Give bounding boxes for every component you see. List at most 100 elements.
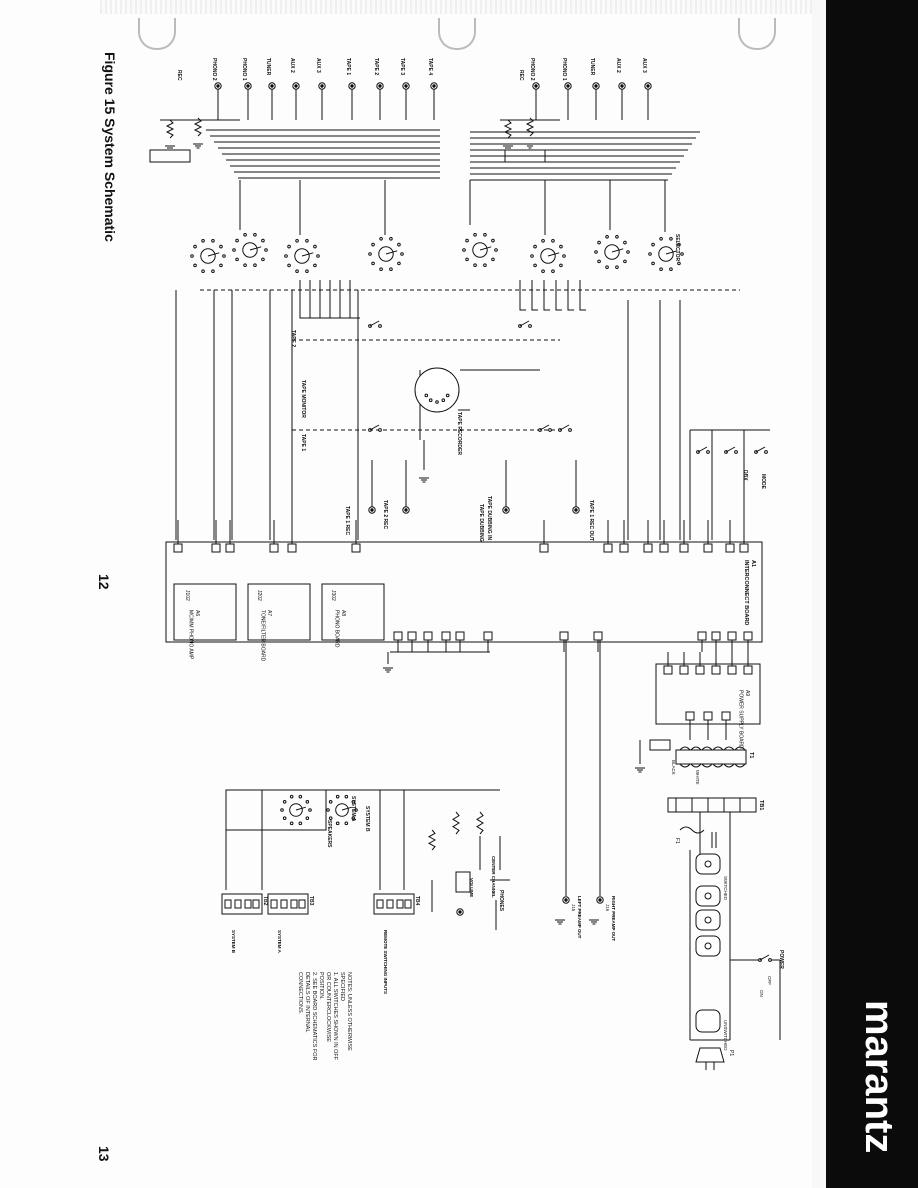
ac-outlet xyxy=(695,935,721,957)
interconnect-terminal xyxy=(703,543,713,553)
tape-recorder-din-socket xyxy=(414,367,460,413)
a6-connector-label: J102 xyxy=(184,590,190,601)
terminal-block-label: TB3 xyxy=(308,896,314,906)
input-jack-label: TAPE 3 xyxy=(399,58,405,75)
a9-power-supply-board xyxy=(655,663,761,725)
tape-dubbing-in-label: TAPE DUBBING IN xyxy=(486,496,492,540)
volume-label: VOLUME xyxy=(469,878,474,897)
tape-1-rec-label: TAPE 1 REC xyxy=(344,506,350,535)
system-a-switch-label: SYSTEM A xyxy=(350,796,356,822)
power-supply-terminal xyxy=(703,711,713,721)
a7-tone-filter-board xyxy=(247,583,311,641)
a8-phono-board xyxy=(321,583,385,641)
dbx-switch-label: DBX xyxy=(742,470,748,481)
terminal-block-label: TB2 xyxy=(262,896,268,906)
speaker-output-label: SYSTEM B xyxy=(231,930,236,954)
phono-capacitor-network xyxy=(149,149,191,163)
power-supply-terminal xyxy=(685,711,695,721)
a8-connector-label: J302 xyxy=(330,590,336,601)
ac-outlet xyxy=(695,885,721,907)
interconnect-terminal xyxy=(603,543,613,553)
interconnect-terminal xyxy=(679,543,689,553)
interconnect-terminal xyxy=(287,543,297,553)
terminal-block-tb3 xyxy=(267,893,309,915)
interconnect-terminal xyxy=(393,631,403,641)
interconnect-terminal xyxy=(725,543,735,553)
ac-outlet-unswitched xyxy=(695,1009,721,1033)
punch-hole-3 xyxy=(738,18,776,50)
interconnect-terminal xyxy=(423,631,433,641)
brand-sidebar xyxy=(812,0,918,1188)
right-preamp-jack-label: J16 xyxy=(605,904,610,912)
power-off-label: OFF xyxy=(767,976,772,985)
interconnect-terminal xyxy=(351,543,361,553)
interconnect-terminal xyxy=(441,631,451,641)
transformer-label: T1 xyxy=(748,752,754,758)
interconnect-terminal xyxy=(743,631,753,641)
input-jack-label: AUX 2 xyxy=(615,58,621,73)
rec-label: REC xyxy=(176,70,182,81)
input-jack-label: PHONO 1 xyxy=(241,58,247,81)
interconnect-terminal xyxy=(211,543,221,553)
ac-power-plug xyxy=(695,1047,725,1063)
interconnect-terminal xyxy=(455,631,465,641)
power-supply-terminal xyxy=(727,665,737,675)
wire-color-label: BLACK xyxy=(671,760,676,775)
mode-switch-label: MODE xyxy=(760,474,766,490)
punch-hole-1 xyxy=(138,18,176,50)
marantz-logo: marantz xyxy=(857,1000,901,1153)
speaker-selector-frame xyxy=(225,789,327,831)
input-jack-label: TUNER xyxy=(265,58,271,76)
interconnect-terminal xyxy=(739,543,749,553)
input-jack-label: TAPE 1 xyxy=(345,58,351,75)
interconnect-terminal xyxy=(173,543,183,553)
left-preamp-out-label: LEFT PREAMP OUT xyxy=(577,896,582,939)
input-jack-label: TAPE 4 xyxy=(427,58,433,75)
transformer-fuse-block xyxy=(649,739,671,751)
rec-label: REC xyxy=(518,70,524,81)
tape-recorder-label: TAPE RECORDER xyxy=(456,412,462,455)
a6-phono-amp-board xyxy=(173,583,237,641)
interconnect-terminal xyxy=(659,543,669,553)
tape-2-switch-label: TAPE 2 xyxy=(290,330,296,347)
input-jack-label: PHONO 1 xyxy=(561,58,567,81)
speaker-output-label: REMOTE SWITCHING INPUTS xyxy=(383,930,388,994)
a1-interconnect-board xyxy=(165,541,763,643)
a8-board-label: A8PHONO BOARD xyxy=(334,610,347,648)
tape-monitor-label: TAPE MONITOR xyxy=(300,380,306,418)
interconnect-terminal xyxy=(225,543,235,553)
phono-capacitor-network xyxy=(504,149,546,163)
interconnect-terminal xyxy=(697,631,707,641)
a1-board-label: A1INTERCONNECT BOARD xyxy=(743,560,756,625)
scan-artifact-top xyxy=(100,0,820,14)
selector-switch-label: SELECTOR xyxy=(674,234,680,262)
interconnect-terminal xyxy=(539,543,549,553)
interconnect-terminal xyxy=(269,543,279,553)
terminal-block-tb1 xyxy=(667,797,757,813)
power-supply-terminal xyxy=(743,665,753,675)
right-preamp-out-label: RIGHT PREAMP OUT xyxy=(611,896,616,941)
power-supply-terminal xyxy=(721,711,731,721)
system-schematic-diagram: PHONO 2 PHONO 1 TUNER AUX 2 AUX 3 TAPE 1 TAPE … xyxy=(149,58,784,1070)
interconnect-terminal xyxy=(643,543,653,553)
interconnect-terminal xyxy=(727,631,737,641)
input-jack-label: AUX 3 xyxy=(315,58,321,73)
input-jack-label: PHONO 2 xyxy=(211,58,217,81)
system-b-switch-label: SYSTEM B xyxy=(364,806,370,832)
power-on-label: ON xyxy=(759,990,764,997)
input-jack-label: AUX 2 xyxy=(289,58,295,73)
speaker-output-label: SYSTEM A xyxy=(277,930,282,954)
tape-2-rec-label: TAPE 2 REC xyxy=(382,500,388,529)
schematic-notes: NOTES: UNLESS OTHERWISE SPECIFIED 1. ALL… xyxy=(297,972,352,1061)
a7-board-label: A7TONE/FILTER BOARD xyxy=(260,610,273,662)
power-supply-terminal xyxy=(663,665,673,675)
input-jack-label: PHONO 2 xyxy=(529,58,535,81)
interconnect-terminal xyxy=(593,631,603,641)
power-switch-label: POWER xyxy=(778,950,784,969)
tape-dubbing-label: TAPE DUBBING xyxy=(478,504,484,542)
interconnect-terminal xyxy=(559,631,569,641)
tape-1-switch-label: TAPE 1 xyxy=(300,434,306,451)
tape-rec-out-label: TAPE 1 REC OUT xyxy=(588,500,594,541)
interconnect-terminal xyxy=(407,631,417,641)
